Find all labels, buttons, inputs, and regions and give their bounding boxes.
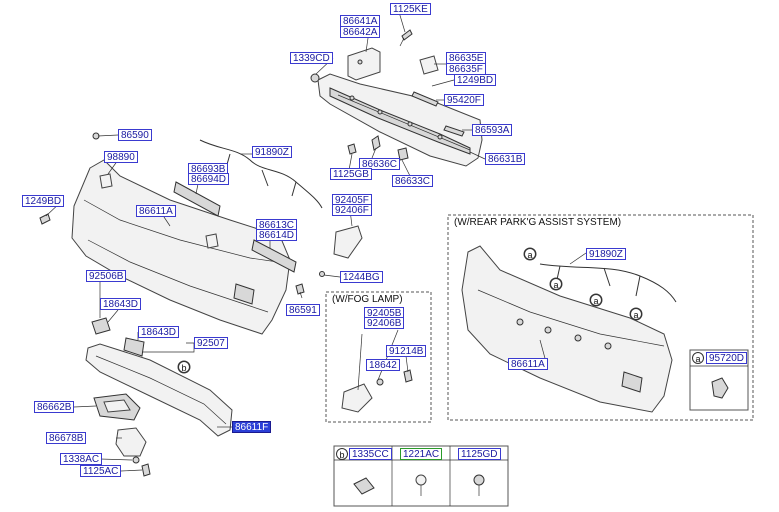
part-label-1244BG[interactable]: 1244BG — [340, 271, 383, 283]
part-label-18643D-a[interactable]: 18643D — [100, 298, 142, 310]
part-label-95420F[interactable]: 95420F — [444, 94, 484, 106]
reflector-86613C — [251, 239, 297, 273]
bolt-1244BG — [319, 271, 325, 277]
part-label-1249BD-top[interactable]: 1249BD — [454, 74, 497, 86]
bumper-bracket-center — [347, 47, 381, 81]
diffuser-86662B — [93, 393, 141, 421]
part-label-91890Z[interactable]: 91890Z — [252, 146, 292, 158]
leader-lines-top — [315, 11, 486, 177]
clip-86633C — [397, 147, 409, 161]
lamp-92405F — [333, 225, 363, 259]
part-label-86591[interactable]: 86591 — [286, 304, 320, 316]
screw-1338AC — [132, 456, 140, 464]
cover-86678B — [115, 427, 147, 457]
fog-lamp-part — [341, 329, 413, 413]
part-label-92406F[interactable]: 92406F — [332, 204, 372, 216]
part-label-1125AC[interactable]: 1125AC — [80, 465, 122, 477]
leader-lines-left — [45, 134, 353, 299]
rear-park-caption: (W/REAR PARK'G ASSIST SYSTEM) — [454, 217, 622, 228]
bolt-1125KE — [399, 29, 413, 47]
rear-bumper-beam — [317, 73, 483, 167]
part-label-86678B[interactable]: 86678B — [46, 432, 87, 444]
part-label-1125KE[interactable]: 1125KE — [390, 3, 431, 15]
bracket-86693B — [173, 181, 221, 217]
rear-park-bumper — [461, 245, 673, 413]
fastener-table-letter-b: b — [336, 448, 348, 460]
callout-b-letter: b — [178, 361, 190, 373]
fog-lamp-frame — [325, 291, 432, 423]
part-label-86662B[interactable]: 86662B — [34, 401, 75, 413]
rear-park-frame — [447, 214, 754, 421]
fog-lamp-caption: (W/FOG LAMP) — [332, 294, 403, 305]
bolt-1125GB — [347, 143, 357, 155]
part-label-86611A[interactable]: 86611A — [136, 205, 176, 217]
clip-1335CC-part — [353, 477, 375, 495]
fastener-label-1335CC[interactable]: 1335CC — [349, 448, 392, 460]
part-label-98890[interactable]: 98890 — [104, 151, 138, 163]
screw-1221AC-part — [415, 474, 427, 496]
bumper-lower-skirt — [85, 343, 233, 437]
nut-1339CD — [310, 73, 320, 83]
fog-label-92406B[interactable]: 92406B — [364, 317, 405, 329]
fog-label-91214B[interactable]: 91214B — [386, 345, 427, 357]
part-label-86642A[interactable]: 86642A — [340, 26, 381, 38]
part-label-18643D-b[interactable]: 18643D — [138, 326, 180, 338]
part-label-86611F[interactable]: 86611F — [232, 421, 272, 433]
part-label-1339CD[interactable]: 1339CD — [290, 52, 333, 64]
clip-86636C — [371, 135, 381, 151]
sensor-holder-frame — [689, 349, 749, 411]
callout-a-letter-2: a — [550, 278, 562, 290]
part-label-92507[interactable]: 92507 — [194, 337, 228, 349]
callout-a-letter-3: a — [590, 294, 602, 306]
bolt-1249BD-left — [39, 213, 51, 225]
part-label-92405F[interactable]: 92405F — [332, 194, 372, 206]
bolt-1125GD-part — [473, 474, 485, 496]
sensor-holder-part — [711, 377, 729, 399]
stay-95420F — [411, 91, 439, 107]
callout-a-letter-1: a — [524, 248, 536, 260]
bolt-1125AC — [141, 463, 151, 477]
fastener-label-1125GD[interactable]: 1125GD — [458, 448, 501, 460]
sensor-holder-letter-a: a — [692, 352, 704, 364]
part-label-86590[interactable]: 86590 — [118, 129, 152, 141]
rear-park-label-86611A[interactable]: 86611A — [508, 358, 548, 370]
part-label-86614D[interactable]: 86614D — [256, 229, 298, 241]
rear-park-label-91890Z[interactable]: 91890Z — [586, 248, 626, 260]
part-label-1249BD-left[interactable]: 1249BD — [22, 195, 65, 207]
reflector-86593A — [443, 125, 465, 137]
part-label-1125GB[interactable]: 1125GB — [330, 168, 372, 180]
screw-86591 — [295, 283, 305, 295]
part-label-86694D[interactable]: 86694D — [188, 173, 230, 185]
callout-a-letter-4: a — [630, 308, 642, 320]
fastener-table-frame — [333, 445, 509, 507]
part-label-1338AC[interactable]: 1338AC — [60, 453, 103, 465]
part-label-86593A[interactable]: 86593A — [472, 124, 513, 136]
part-label-86636C[interactable]: 86636C — [359, 158, 401, 170]
fastener-label-1221AC[interactable]: 1221AC — [400, 448, 443, 460]
bumper-cover-main — [71, 159, 291, 335]
part-label-86631B[interactable]: 86631B — [485, 153, 526, 165]
bracket-86635E — [419, 55, 439, 75]
part-label-92506B[interactable]: 92506B — [86, 270, 127, 282]
sensor-holder-label-95720D[interactable]: 95720D — [706, 352, 748, 364]
part-label-86633C[interactable]: 86633C — [392, 175, 434, 187]
guide-92506B — [91, 317, 145, 357]
fog-label-18642[interactable]: 18642 — [366, 359, 400, 371]
